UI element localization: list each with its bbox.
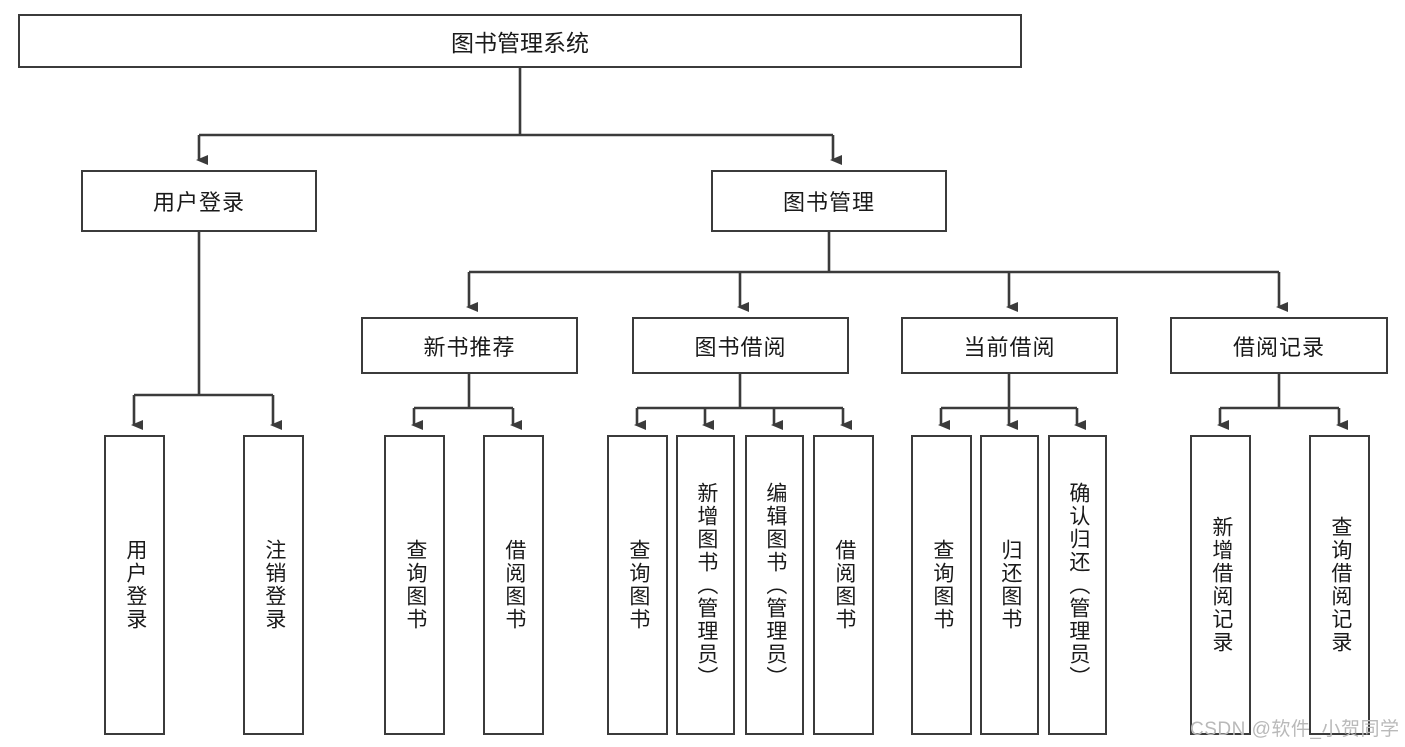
node-book-borrow[interactable]: 图书借阅 bbox=[632, 317, 849, 374]
leaf-borrow-book[interactable]: 借阅图书 bbox=[813, 435, 874, 735]
leaf-query-book-current[interactable]: 查询图书 bbox=[911, 435, 972, 735]
node-label: 借阅记录 bbox=[1232, 334, 1325, 360]
node-label: 查询图书 bbox=[930, 539, 954, 631]
node-label: 确认归还（管理员） bbox=[1066, 481, 1090, 689]
node-book-management[interactable]: 图书管理 bbox=[711, 170, 947, 232]
node-label: 编辑图书（管理员） bbox=[763, 481, 787, 689]
node-label: 当前借阅 bbox=[963, 334, 1056, 360]
node-label: 新增借阅记录 bbox=[1209, 516, 1233, 654]
leaf-return-book[interactable]: 归还图书 bbox=[980, 435, 1039, 735]
leaf-query-book-borrow[interactable]: 查询图书 bbox=[607, 435, 668, 735]
node-label: 图书借阅 bbox=[694, 334, 787, 360]
leaf-query-borrow-record[interactable]: 查询借阅记录 bbox=[1309, 435, 1370, 735]
node-label: 借阅图书 bbox=[832, 539, 856, 631]
node-borrow-records[interactable]: 借阅记录 bbox=[1170, 317, 1388, 374]
leaf-confirm-return-admin[interactable]: 确认归还（管理员） bbox=[1048, 435, 1107, 735]
node-label: 查询图书 bbox=[403, 539, 427, 631]
node-current-borrow[interactable]: 当前借阅 bbox=[901, 317, 1118, 374]
node-label: 用户登录 bbox=[123, 539, 147, 631]
node-label: 查询借阅记录 bbox=[1328, 516, 1352, 654]
csdn-watermark: CSDN @软件_小贺同学 bbox=[1190, 719, 1400, 740]
leaf-logout[interactable]: 注销登录 bbox=[243, 435, 304, 735]
leaf-user-login[interactable]: 用户登录 bbox=[104, 435, 165, 735]
node-label: 图书管理 bbox=[782, 190, 875, 215]
node-root-library-system[interactable]: 图书管理系统 bbox=[18, 14, 1022, 68]
node-label: 注销登录 bbox=[262, 539, 286, 631]
node-user-login[interactable]: 用户登录 bbox=[81, 170, 317, 232]
node-label: 借阅图书 bbox=[502, 539, 526, 631]
leaf-borrow-book-recommend[interactable]: 借阅图书 bbox=[483, 435, 544, 735]
node-label: 新增图书（管理员） bbox=[694, 481, 718, 689]
leaf-edit-book-admin[interactable]: 编辑图书（管理员） bbox=[745, 435, 804, 735]
node-label: 图书管理系统 bbox=[451, 30, 589, 56]
node-new-book-recommend[interactable]: 新书推荐 bbox=[361, 317, 578, 374]
node-label: 查询图书 bbox=[626, 539, 650, 631]
node-label: 新书推荐 bbox=[423, 334, 516, 360]
node-label: 用户登录 bbox=[152, 190, 245, 215]
leaf-query-book-recommend[interactable]: 查询图书 bbox=[384, 435, 445, 735]
leaf-add-book-admin[interactable]: 新增图书（管理员） bbox=[676, 435, 735, 735]
leaf-add-borrow-record[interactable]: 新增借阅记录 bbox=[1190, 435, 1251, 735]
node-label: 归还图书 bbox=[998, 539, 1022, 631]
